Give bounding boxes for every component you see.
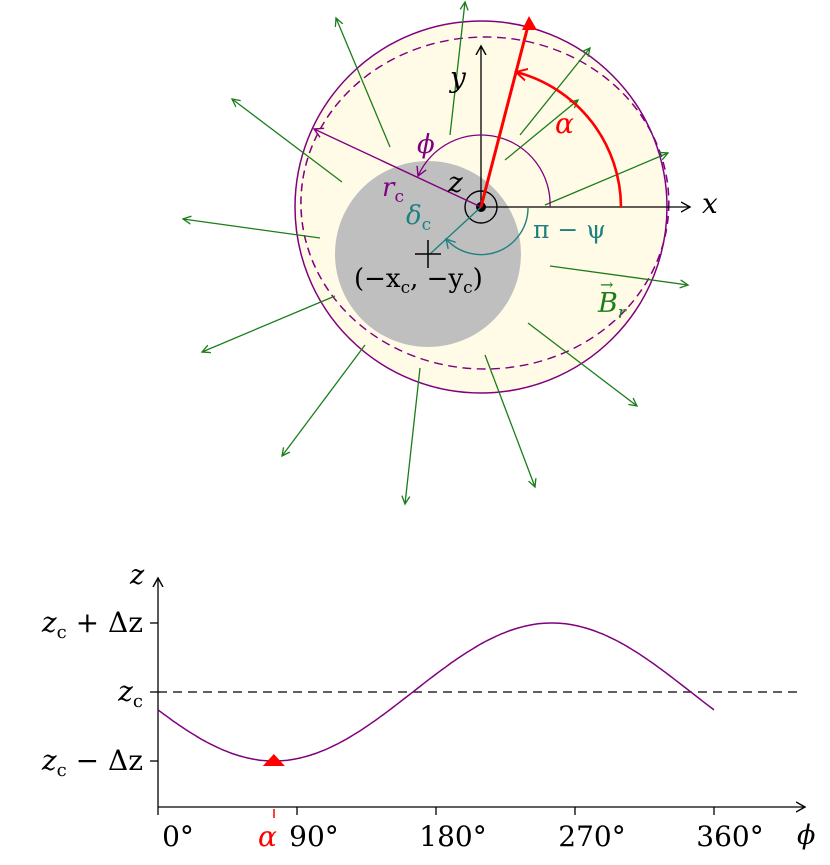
rc-radius-line bbox=[314, 129, 482, 208]
z-phi-curve bbox=[157, 622, 715, 762]
alpha-arc bbox=[516, 72, 623, 208]
z-label: z bbox=[447, 166, 463, 199]
x-tick-label-90: 90° bbox=[289, 820, 339, 853]
field-arrow bbox=[519, 48, 590, 136]
field-arrow bbox=[544, 153, 668, 206]
field-arrow bbox=[449, 2, 465, 136]
x-axis-label: x bbox=[702, 187, 718, 220]
plot-z-axis-label: z bbox=[129, 560, 145, 591]
field-arrows bbox=[183, 2, 688, 504]
field-arrow bbox=[183, 219, 321, 239]
field-arrow bbox=[405, 367, 421, 504]
rc-label: rc bbox=[382, 173, 404, 207]
bottom-plot: z ϕ zc + Δz zc zc − Δz 0° 90° 180° 270° … bbox=[41, 560, 816, 853]
field-arrow bbox=[282, 344, 366, 456]
y-tick-label-center: zc bbox=[117, 675, 143, 712]
x-tick-label-180: 180° bbox=[419, 820, 486, 853]
dashed-reference-circle bbox=[300, 36, 670, 370]
pi-psi-arc bbox=[446, 206, 529, 256]
phi-label: ϕ bbox=[417, 130, 435, 160]
y-axis-label: y bbox=[448, 61, 467, 94]
x-tick-label-270: 270° bbox=[558, 820, 625, 853]
field-arrow bbox=[484, 354, 535, 487]
alpha-direction-arrowhead bbox=[522, 16, 537, 30]
delta-c-line bbox=[429, 206, 482, 255]
field-label-accent: → bbox=[600, 275, 613, 294]
pi-minus-psi-label: π − ψ bbox=[533, 215, 606, 244]
field-arrow bbox=[202, 295, 336, 352]
alpha-direction-arrow bbox=[479, 21, 531, 208]
y-tick-label-upper: zc + Δz bbox=[41, 606, 143, 643]
y-tick-label-lower: zc − Δz bbox=[41, 744, 143, 781]
center-coordinate-label: (−xc, −yc) bbox=[354, 264, 483, 298]
z-axis-symbol-ring bbox=[464, 190, 498, 224]
field-label: Br bbox=[597, 288, 627, 323]
x-tick-label-360: 360° bbox=[696, 820, 763, 853]
phi-arc bbox=[418, 134, 551, 208]
delta-c-label: δc bbox=[406, 201, 431, 235]
field-arrow bbox=[336, 18, 391, 148]
alpha-label: α bbox=[555, 107, 574, 140]
plot-phi-axis-label: ϕ bbox=[797, 820, 815, 851]
field-arrow bbox=[527, 322, 637, 406]
alpha-marker-triangle bbox=[262, 754, 285, 766]
x-tick-label-0: 0° bbox=[162, 820, 194, 853]
top-diagram: y x z ϕ α rc δc π − ψ (−xc, −yc) Br → bbox=[183, 2, 718, 504]
field-arrow bbox=[549, 265, 688, 285]
field-arrow bbox=[504, 100, 578, 161]
field-arrow bbox=[232, 99, 343, 183]
alpha-tick-label: α bbox=[258, 820, 277, 853]
